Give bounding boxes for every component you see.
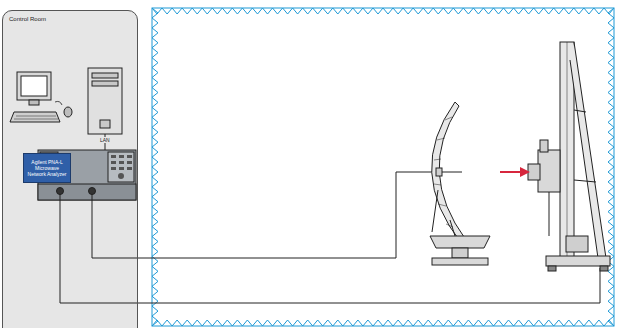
analyzer-screen: Agilent PNA-L Microwave Network Analyzer bbox=[23, 153, 71, 183]
mouse bbox=[64, 107, 72, 117]
absorber-cones bbox=[152, 8, 614, 326]
reflector-antenna bbox=[430, 102, 490, 265]
absorber-edge bbox=[152, 320, 614, 326]
control-room-ground bbox=[2, 10, 138, 328]
rf-cable bbox=[92, 172, 438, 258]
absorber-edge bbox=[152, 8, 614, 14]
instrument-label: Agilent PNA-L Microwave Network Analyzer bbox=[26, 159, 68, 177]
cable-label: LAN bbox=[99, 137, 111, 143]
absorber-edge bbox=[152, 8, 158, 326]
computer-monitor bbox=[10, 72, 60, 122]
near-field-scanner bbox=[528, 42, 610, 271]
control-room: Control RoomAgilent PNA-L Microwave Netw… bbox=[2, 10, 138, 328]
absorber-edge bbox=[608, 8, 614, 326]
mouse-cable bbox=[55, 101, 62, 105]
room-label: Control Room bbox=[9, 16, 131, 23]
tower-pc bbox=[88, 68, 122, 134]
rf-cable bbox=[60, 194, 600, 303]
anechoic-chamber bbox=[152, 8, 614, 326]
probe-arrow bbox=[500, 167, 530, 177]
